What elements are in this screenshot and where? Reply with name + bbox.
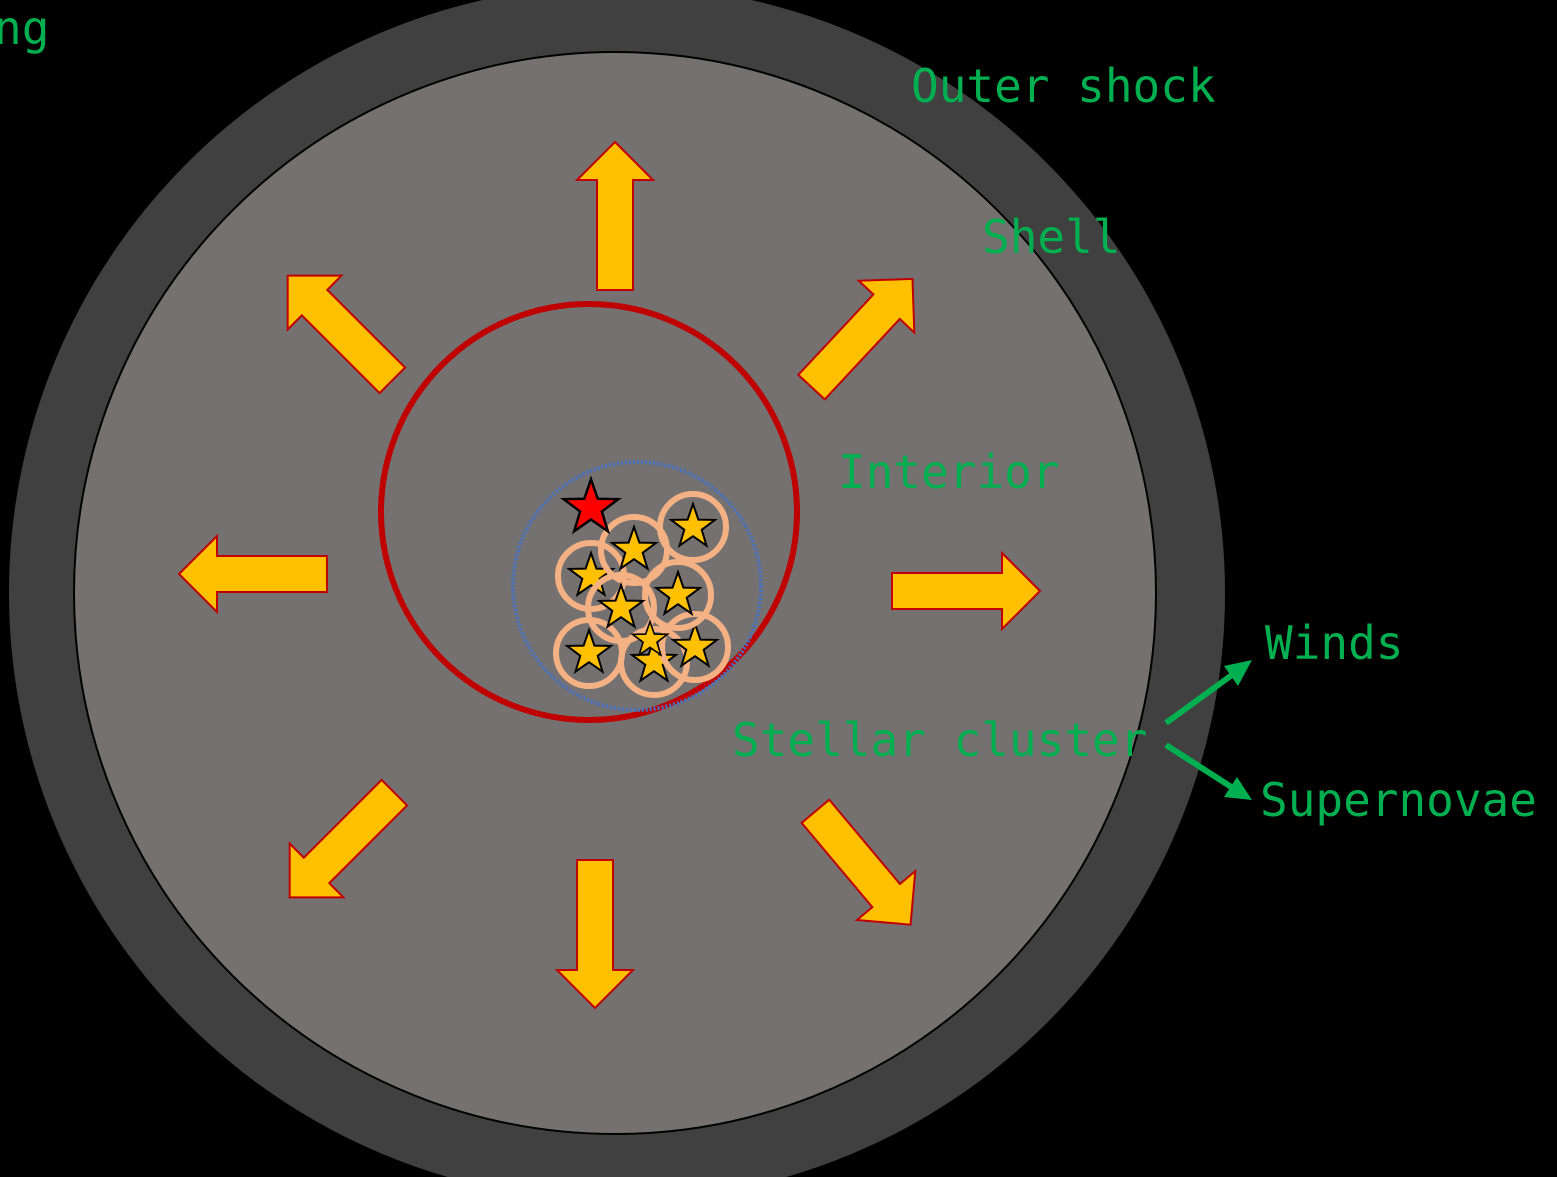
top-left-fragment-label: ng bbox=[0, 5, 49, 51]
stellar-cluster-label: Stellar cluster bbox=[732, 717, 1147, 763]
winds-label: Winds bbox=[1265, 620, 1403, 666]
shell-label: Shell bbox=[982, 214, 1120, 260]
supernovae-label: Supernovae bbox=[1260, 777, 1537, 823]
interior-label: Interior bbox=[838, 449, 1060, 495]
outer-shock-label: Outer shock bbox=[911, 63, 1216, 109]
